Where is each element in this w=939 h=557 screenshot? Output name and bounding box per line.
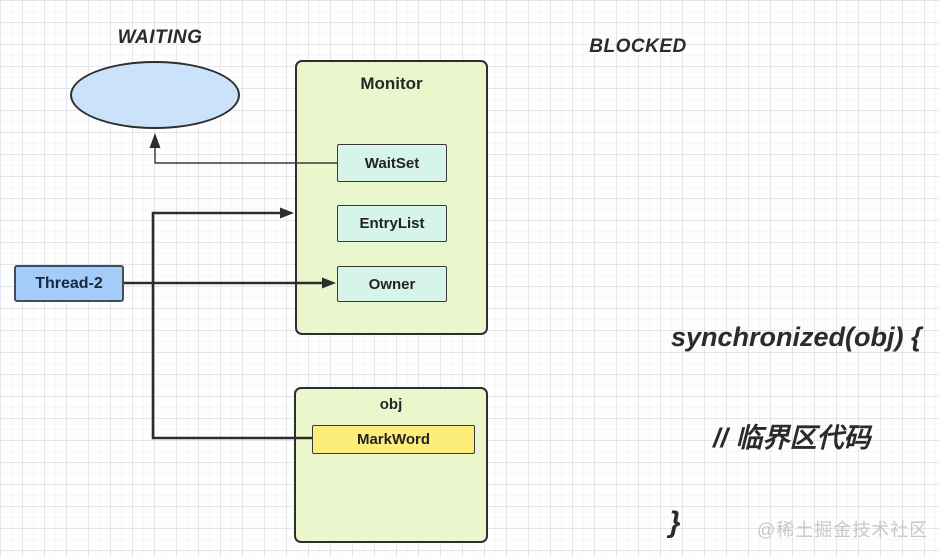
arrowhead-up-icon [149, 133, 161, 148]
waitset-box: WaitSet [337, 144, 447, 182]
arrowhead-right-entrylist-icon [280, 207, 294, 219]
waiting-state-ellipse [70, 61, 240, 129]
state-label-blocked: BLOCKED [589, 36, 687, 57]
thread2-box: Thread-2 [14, 265, 124, 302]
code-line-closing-brace: } [669, 506, 681, 539]
markword-box: MarkWord [312, 425, 475, 454]
line-thread2-branch-entrylist-markword [151, 211, 312, 440]
obj-title: obj [379, 396, 403, 413]
obj-box: obj [294, 387, 488, 543]
code-line-critical-section: // 临界区代码 [713, 423, 871, 453]
owner-box: Owner [337, 266, 447, 302]
state-label-waiting: WAITING [117, 27, 203, 48]
entrylist-box: EntryList [337, 205, 447, 242]
code-line-synchronized: synchronized(obj) { [671, 322, 922, 352]
watermark: @稀土掘金技术社区 [757, 520, 929, 540]
monitor-title: Monitor [360, 74, 423, 93]
